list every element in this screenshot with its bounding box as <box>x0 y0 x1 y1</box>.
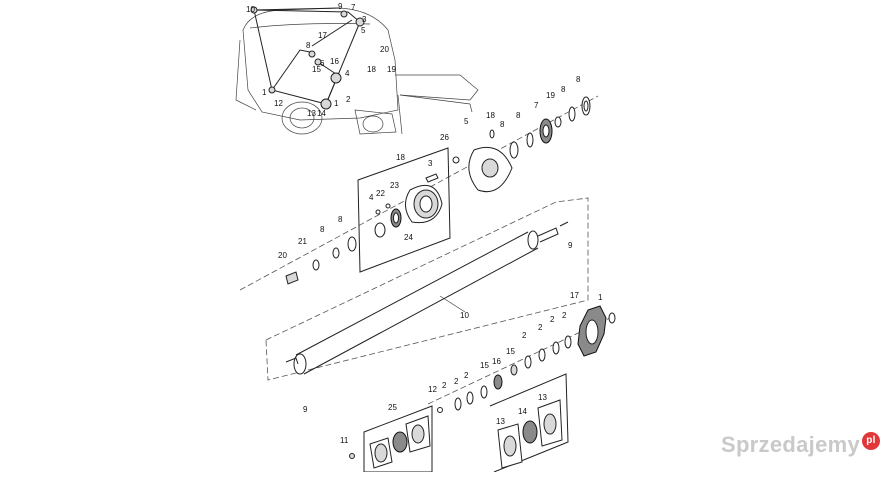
callout-label: 8 <box>320 225 325 234</box>
callout-label: 22 <box>376 189 385 198</box>
watermark-text: Sprzedajemy <box>721 432 860 457</box>
callout-label: 5 <box>464 117 469 126</box>
callout-label: 1 <box>598 293 603 302</box>
callout-label: 1 <box>334 99 339 108</box>
callout-label: 2 <box>454 377 459 386</box>
callout-label: 14 <box>518 407 527 416</box>
callout-label: 4 <box>345 69 350 78</box>
callout-label: 12 <box>428 385 437 394</box>
callout-label: 8 <box>500 120 505 129</box>
callout-label: 9 <box>568 241 573 250</box>
callout-label: 24 <box>404 233 413 242</box>
callout-label: 8 <box>516 111 521 120</box>
callout-label: 13 <box>538 393 547 402</box>
callout-label: 10 <box>460 311 469 320</box>
callout-label: 7 <box>351 3 356 12</box>
callout-label: 9 <box>303 405 308 414</box>
callout-label: 25 <box>388 403 397 412</box>
lower-flange-groups <box>364 374 568 472</box>
callout-label: 15 <box>480 361 489 370</box>
callout-label: 8 <box>561 85 566 94</box>
callout-label: 2 <box>550 315 555 324</box>
callout-label: 2 <box>464 371 469 380</box>
callout-label: 11 <box>340 436 349 445</box>
callout-label: 18 <box>486 111 495 120</box>
callout-label: 10 <box>246 5 255 14</box>
callout-label: 14 <box>317 109 326 118</box>
callout-label: 18 <box>367 65 376 74</box>
callout-label: 23 <box>390 181 399 190</box>
left-small-parts <box>286 237 356 284</box>
callout-label: 2 <box>562 311 567 320</box>
callout-label: 2 <box>442 381 447 390</box>
callout-label: 8 <box>576 75 581 84</box>
callout-label: 19 <box>387 65 396 74</box>
callout-label: 8 <box>338 215 343 224</box>
callout-label: 20 <box>278 251 287 260</box>
callout-label: 9 <box>338 2 343 11</box>
callout-label: 13 <box>496 417 505 426</box>
callout-label: 17 <box>570 291 579 300</box>
bearing-housing-group <box>358 148 450 272</box>
callout-label: 4 <box>369 193 374 202</box>
watermark-badge: pl <box>862 432 880 450</box>
callout-label: 6 <box>320 59 325 68</box>
callout-label: 8 <box>306 41 311 50</box>
callout-label: 12 <box>274 99 283 108</box>
callout-label: 13 <box>307 109 316 118</box>
callout-label: 16 <box>330 57 339 66</box>
callout-label: 7 <box>534 101 539 110</box>
callout-label: 21 <box>298 237 307 246</box>
callout-label: 3 <box>362 15 367 24</box>
lower-right-parts <box>428 306 615 413</box>
callout-label: 17 <box>318 31 327 40</box>
callout-label: 19 <box>546 91 555 100</box>
baler-overview <box>236 7 478 134</box>
callout-label: 15 <box>506 347 515 356</box>
callout-label: 5 <box>361 26 366 35</box>
callout-label: 18 <box>396 153 405 162</box>
callout-label: 2 <box>538 323 543 332</box>
callout-label: 3 <box>428 159 433 168</box>
callout-label: 2 <box>346 95 351 104</box>
callout-label: 1 <box>262 88 267 97</box>
callout-label: 2 <box>522 331 527 340</box>
callout-label: 20 <box>380 45 389 54</box>
callout-label: 16 <box>492 357 501 366</box>
callout-label: 26 <box>440 133 449 142</box>
